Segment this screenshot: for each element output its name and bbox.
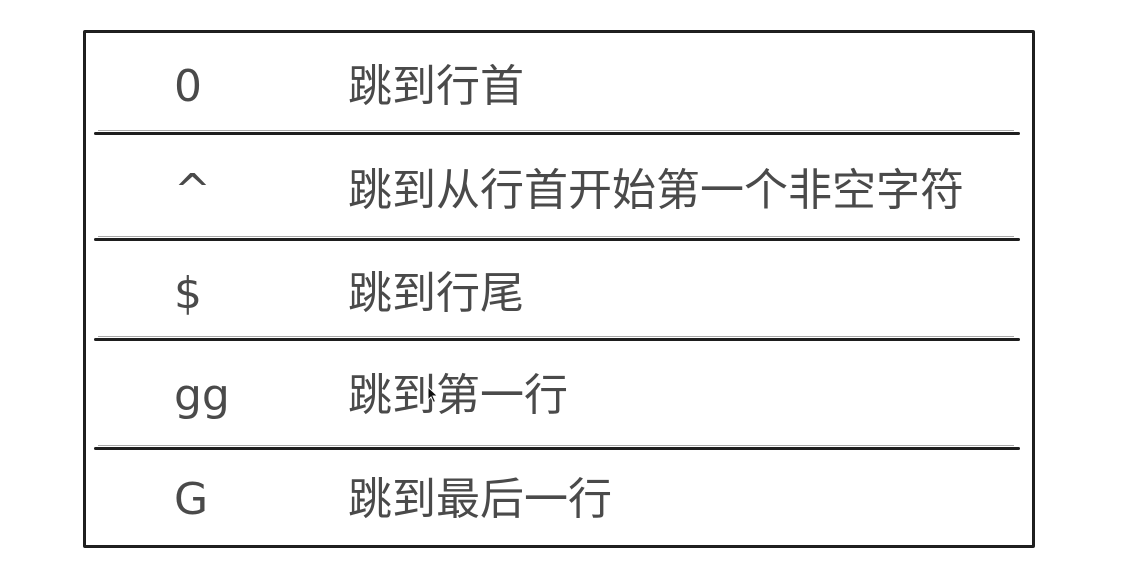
shortcut-key: gg [174,370,230,421]
table-row: ^ 跳到从行首开始第一个非空字符 [86,135,1032,239]
shortcut-description: 跳到最后一行 [348,474,612,525]
shortcut-key: G [174,474,209,525]
row-divider [94,236,1020,241]
shortcut-key: 0 [174,61,202,112]
shortcut-description: 跳到行尾 [348,268,524,319]
shortcut-key: $ [174,268,202,319]
row-divider [94,130,1020,135]
table-row: $ 跳到行尾 [86,241,1032,339]
row-divider [94,445,1020,450]
table-row: gg 跳到第一行 [86,341,1032,447]
shortcut-table: 0 跳到行首 ^ 跳到从行首开始第一个非空字符 $ 跳到行尾 gg 跳到第一行 … [83,30,1035,548]
shortcut-key: ^ [174,165,211,216]
mouse-cursor-icon [427,386,439,404]
shortcut-description: 跳到行首 [348,61,524,112]
table-row: G 跳到最后一行 [86,450,1032,548]
row-divider [94,336,1020,341]
shortcut-description: 跳到第一行 [348,370,568,421]
shortcut-description: 跳到从行首开始第一个非空字符 [348,165,964,216]
table-row: 0 跳到行首 [86,33,1032,133]
